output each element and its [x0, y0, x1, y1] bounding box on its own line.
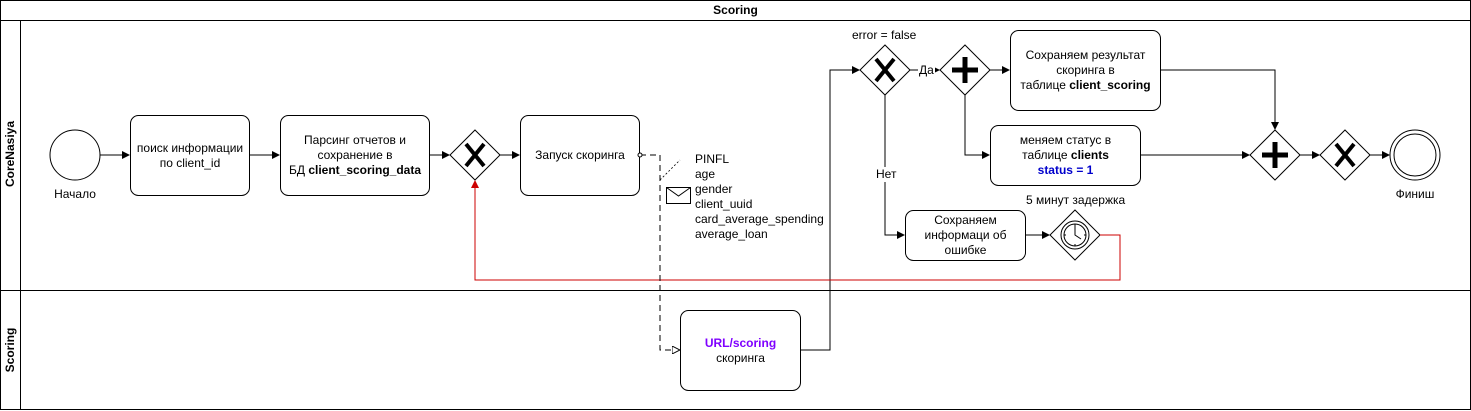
task-search-shape[interactable] — [130, 115, 250, 196]
flow-split-to-change-status — [964, 95, 990, 159]
task-url-scoring-line2: скоринга — [716, 350, 765, 365]
task-save-error-line3: ошибке — [944, 243, 987, 257]
flow-retry-loop — [471, 180, 1121, 281]
task-save-result-shape[interactable] — [1010, 30, 1161, 111]
task-url-scoring-shape[interactable] — [680, 310, 801, 391]
message-field: client_uuid — [695, 197, 753, 211]
task-parse-line1: Парсинг отчетов и — [304, 133, 406, 147]
task-parse: Парсинг отчетов и сохранение в БД client… — [280, 115, 430, 196]
message-field: PINFL — [695, 152, 730, 166]
task-change-status-line2-bold: clients — [1070, 148, 1109, 162]
message-field: card_average_spending — [695, 212, 824, 226]
start-event-label: Начало — [54, 187, 96, 201]
no-label: Нет — [875, 167, 898, 182]
message-field: age — [695, 167, 716, 181]
task-parse-line2: сохранение в — [317, 148, 393, 162]
task-search: поиск информации по client_id — [130, 115, 250, 196]
delay-label: 5 минут задержка — [1026, 193, 1126, 207]
message-field: gender — [695, 182, 733, 196]
task-save-result-line2: скоринга в — [1056, 63, 1115, 77]
message-flow-launch-to-url — [640, 155, 679, 350]
task-save-error-line2: информаци об — [924, 228, 1007, 242]
exclusive-gateway-final[interactable] — [1319, 129, 1371, 181]
task-save-result-line1: Сохраняем результат — [1025, 48, 1146, 62]
task-change-status-line3: status = 1 — [1037, 163, 1094, 177]
lane-title-scoring: Scoring — [3, 327, 17, 373]
task-launch: Запуск скоринга — [520, 115, 640, 196]
parallel-gateway-split[interactable] — [939, 44, 991, 96]
task-save-result-line3-bold: client_scoring — [1069, 78, 1151, 92]
task-save-result-line3-prefix: таблице — [1020, 78, 1070, 92]
pool-title: Scoring — [713, 3, 758, 17]
task-url-scoring: URL/scoring скоринга — [680, 310, 801, 391]
end-event-outer[interactable] — [1389, 129, 1441, 181]
task-search-line1: поиск информации — [136, 140, 244, 155]
parallel-gateway-join[interactable] — [1249, 129, 1301, 181]
message-field: average_loan — [695, 227, 768, 241]
task-change-status-line2-prefix: таблице — [1022, 148, 1071, 162]
task-parse-line3-bold: client_scoring_data — [308, 163, 422, 177]
timer-event-gateway[interactable] — [1049, 209, 1101, 261]
task-parse-shape[interactable] — [280, 115, 430, 196]
task-change-status-line1: меняем статус в — [1019, 133, 1112, 147]
task-save-error-line1: Сохраняем — [934, 213, 997, 227]
task-url-scoring-line1: URL/scoring — [704, 335, 777, 350]
end-event-label: Финиш — [1395, 187, 1435, 201]
task-parse-line3-prefix: БД — [288, 163, 309, 177]
exclusive-gateway-merge[interactable] — [449, 129, 501, 181]
task-launch-text: Запуск скоринга — [535, 148, 625, 162]
task-change-status: меняем статус в таблице clients status =… — [990, 125, 1141, 186]
task-save-error-shape[interactable] — [905, 210, 1026, 261]
yes-label: Да — [918, 63, 935, 78]
envelope-icon — [666, 187, 691, 204]
exclusive-gateway-error-check[interactable] — [859, 44, 911, 96]
message-association — [659, 159, 681, 181]
task-save-result: Сохраняем результат скоринга в таблице c… — [1010, 30, 1161, 111]
end-event-inner — [1393, 133, 1437, 177]
flow-save-result-to-join — [1161, 69, 1279, 130]
task-save-result-line3: таблице client_scoring — [1020, 78, 1150, 93]
start-event[interactable] — [49, 129, 101, 181]
flow-no — [884, 95, 905, 239]
task-parse-line3: БД client_scoring_data — [289, 163, 421, 178]
task-search-line2: по client_id — [159, 155, 221, 170]
message-fields: PINFL age gender client_uuid card_averag… — [695, 152, 824, 242]
condition-label: error = false — [852, 28, 917, 42]
task-change-status-line2: таблице clients — [1022, 148, 1109, 163]
task-save-error: Сохраняем информаци об ошибке — [905, 210, 1026, 261]
task-change-status-shape[interactable] — [990, 125, 1141, 186]
lane-title-core: CoreNasiya — [3, 120, 17, 188]
flow-url-to-error-check — [801, 66, 860, 351]
